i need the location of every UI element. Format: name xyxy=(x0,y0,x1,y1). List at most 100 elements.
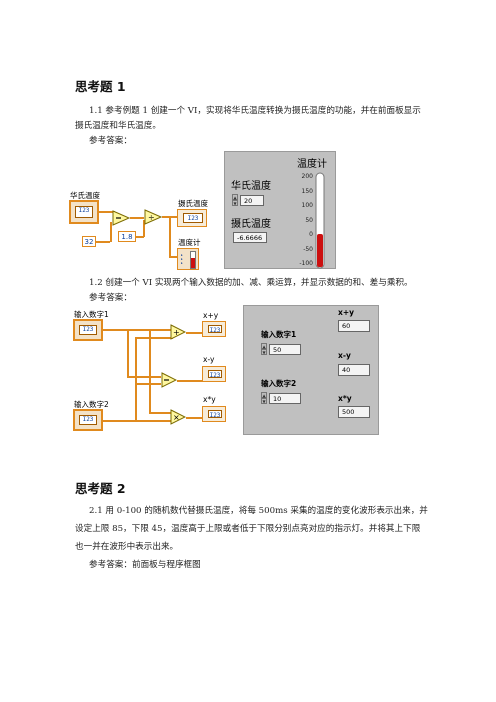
scale-tick-label: -100 xyxy=(299,260,313,267)
input2-increment-button[interactable]: ▲ xyxy=(261,392,267,398)
prod-indicator-label: x*y xyxy=(202,395,217,404)
wire xyxy=(162,216,174,218)
sum-numeric-indicator: 60 xyxy=(338,320,370,332)
subtract-node-icon[interactable] xyxy=(112,210,130,226)
q1-line1: 1.1 参考例题 1 创建一个 VI，实现将华氏温度转换为摄氏温度的功能，并在前… xyxy=(89,106,421,116)
diff-indicator-terminal[interactable]: I23 xyxy=(202,366,226,382)
sum-terminal-tag: I23 xyxy=(208,325,222,334)
wire xyxy=(169,216,178,218)
scale-tick-label: 100 xyxy=(301,202,313,209)
input1-terminal-label: 输入数字1 xyxy=(73,309,110,320)
input1-terminal-tag: I23 xyxy=(79,325,97,335)
input2-terminal-tag: I23 xyxy=(79,415,97,425)
q2-line: 1.2 创建一个 VI 实现两个输入数据的加、减、乘运算，并显示数据的和、差与乘… xyxy=(89,278,413,288)
prod-indicator-label: x*y xyxy=(338,394,352,403)
add-node-icon[interactable]: + xyxy=(170,324,186,340)
input1-increment-button[interactable]: ▲ xyxy=(261,343,267,349)
fahrenheit-terminal-tag: I23 xyxy=(75,206,93,218)
sum-indicator-label: x+y xyxy=(202,311,220,320)
wire xyxy=(130,217,144,219)
prod-numeric-indicator: 500 xyxy=(338,406,370,418)
prod-terminal-tag: I23 xyxy=(208,410,222,419)
diff-terminal-tag: I23 xyxy=(208,370,222,379)
wire xyxy=(103,329,173,331)
thermometer-indicator-terminal[interactable]: ▸▸▸ xyxy=(177,248,199,270)
multiply-node-icon[interactable]: × xyxy=(170,409,186,425)
constant-1-8[interactable]: 1.8 xyxy=(118,231,136,242)
wire xyxy=(177,380,202,382)
section2-answer: 参考答案：前面板与程序框图 xyxy=(89,560,201,570)
q2-answer-label: 参考答案： xyxy=(89,293,132,303)
sum-indicator-label: x+y xyxy=(338,308,355,317)
input1-control-terminal[interactable]: I23 xyxy=(73,319,103,341)
diff-indicator-label: x-y xyxy=(338,351,351,360)
fahrenheit-decrement-button[interactable]: ▼ xyxy=(232,200,238,206)
wire xyxy=(169,256,178,258)
wire xyxy=(136,236,144,238)
wire xyxy=(96,241,110,243)
input2-control-terminal[interactable]: I23 xyxy=(73,409,103,431)
celsius-terminal-tag: I23 xyxy=(183,213,203,223)
celsius-numeric-indicator: -6.6666 xyxy=(233,232,267,243)
input1-decrement-button[interactable]: ▼ xyxy=(261,349,267,355)
input1-numeric-control[interactable]: 50 xyxy=(269,344,301,355)
wire xyxy=(149,412,173,414)
wire xyxy=(127,376,161,378)
input2-control-label: 输入数字2 xyxy=(261,379,297,388)
front-panel-2: 输入数字1 ▲ ▼ 50 输入数字2 ▲ ▼ 10 x+y 60 x-y 40 … xyxy=(243,305,379,435)
q1-answer-label: 参考答案： xyxy=(89,136,132,146)
thermometer-title: 温度计 xyxy=(297,159,327,170)
celsius-indicator-label: 摄氏温度 xyxy=(177,198,209,209)
wire xyxy=(127,329,129,377)
input2-numeric-control[interactable]: 10 xyxy=(269,393,301,404)
fahrenheit-numeric-control[interactable]: 20 xyxy=(240,195,264,206)
section2-line2: 设定上限 85，下限 45，温度高于上限或者低于下限分别点亮对应的指示灯。并将其… xyxy=(75,524,421,534)
svg-text:×: × xyxy=(173,413,180,422)
scale-tick-label: -50 xyxy=(303,245,313,253)
svg-text:+: + xyxy=(173,328,180,337)
wire xyxy=(186,417,202,419)
subtract-node-icon[interactable] xyxy=(161,372,177,388)
wire xyxy=(135,420,173,422)
wire xyxy=(103,420,135,422)
wire xyxy=(135,337,173,339)
block-diagram-2: 输入数字1 I23 输入数字2 I23 + × xyxy=(72,309,230,439)
diff-indicator-label: x-y xyxy=(202,355,216,364)
prod-indicator-terminal[interactable]: I23 xyxy=(202,406,226,422)
input2-terminal-label: 输入数字2 xyxy=(73,399,110,410)
celsius-indicator-terminal[interactable]: I23 xyxy=(177,209,207,227)
constant-32[interactable]: 32 xyxy=(82,236,96,247)
wire xyxy=(186,332,202,334)
thermometer-scale: 200 150 100 50 0 -50 -100 xyxy=(285,173,313,267)
section2-line1: 2.1 用 0-100 的随机数代替摄氏温度，将每 500ms 采集的温度的变化… xyxy=(89,506,428,516)
thermometer-tube xyxy=(315,172,325,269)
wire xyxy=(135,383,161,385)
diff-numeric-indicator: 40 xyxy=(338,364,370,376)
section2-heading: 思考题 2 xyxy=(75,481,126,496)
fahrenheit-terminal-label: 华氏温度 xyxy=(69,190,101,201)
input2-decrement-button[interactable]: ▼ xyxy=(261,398,267,404)
scale-tick-label: 0 xyxy=(309,231,313,238)
block-diagram-1: 华氏温度 I23 32 1.8 ÷ xyxy=(68,190,218,272)
scale-tick-label: 200 xyxy=(301,173,313,180)
fahrenheit-control-label: 华氏温度 xyxy=(231,181,271,192)
scale-tick-label: 150 xyxy=(301,187,313,195)
front-panel-1: 温度计 华氏温度 ▲ ▼ 20 摄氏温度 -6.6666 200 150 100… xyxy=(224,151,336,269)
wire xyxy=(99,211,113,213)
input1-control-label: 输入数字1 xyxy=(261,330,297,339)
sum-indicator-terminal[interactable]: I23 xyxy=(202,321,226,337)
wire xyxy=(169,216,171,256)
wire xyxy=(110,222,112,242)
q1-line2: 摄氏温度和华氏温度。 xyxy=(75,121,161,131)
thermometer-mini-icon xyxy=(190,251,196,269)
wire xyxy=(143,220,145,237)
wire xyxy=(135,337,137,421)
scale-tick-label: 50 xyxy=(305,216,313,224)
divide-node-icon[interactable]: ÷ xyxy=(144,209,162,225)
fahrenheit-increment-button[interactable]: ▲ xyxy=(232,194,238,200)
wire xyxy=(149,329,151,413)
fahrenheit-control-terminal[interactable]: I23 xyxy=(69,200,99,224)
section2-line3: 也一并在波形中表示出来。 xyxy=(75,542,179,552)
svg-text:÷: ÷ xyxy=(148,213,155,222)
section1-heading: 思考题 1 xyxy=(75,79,126,94)
